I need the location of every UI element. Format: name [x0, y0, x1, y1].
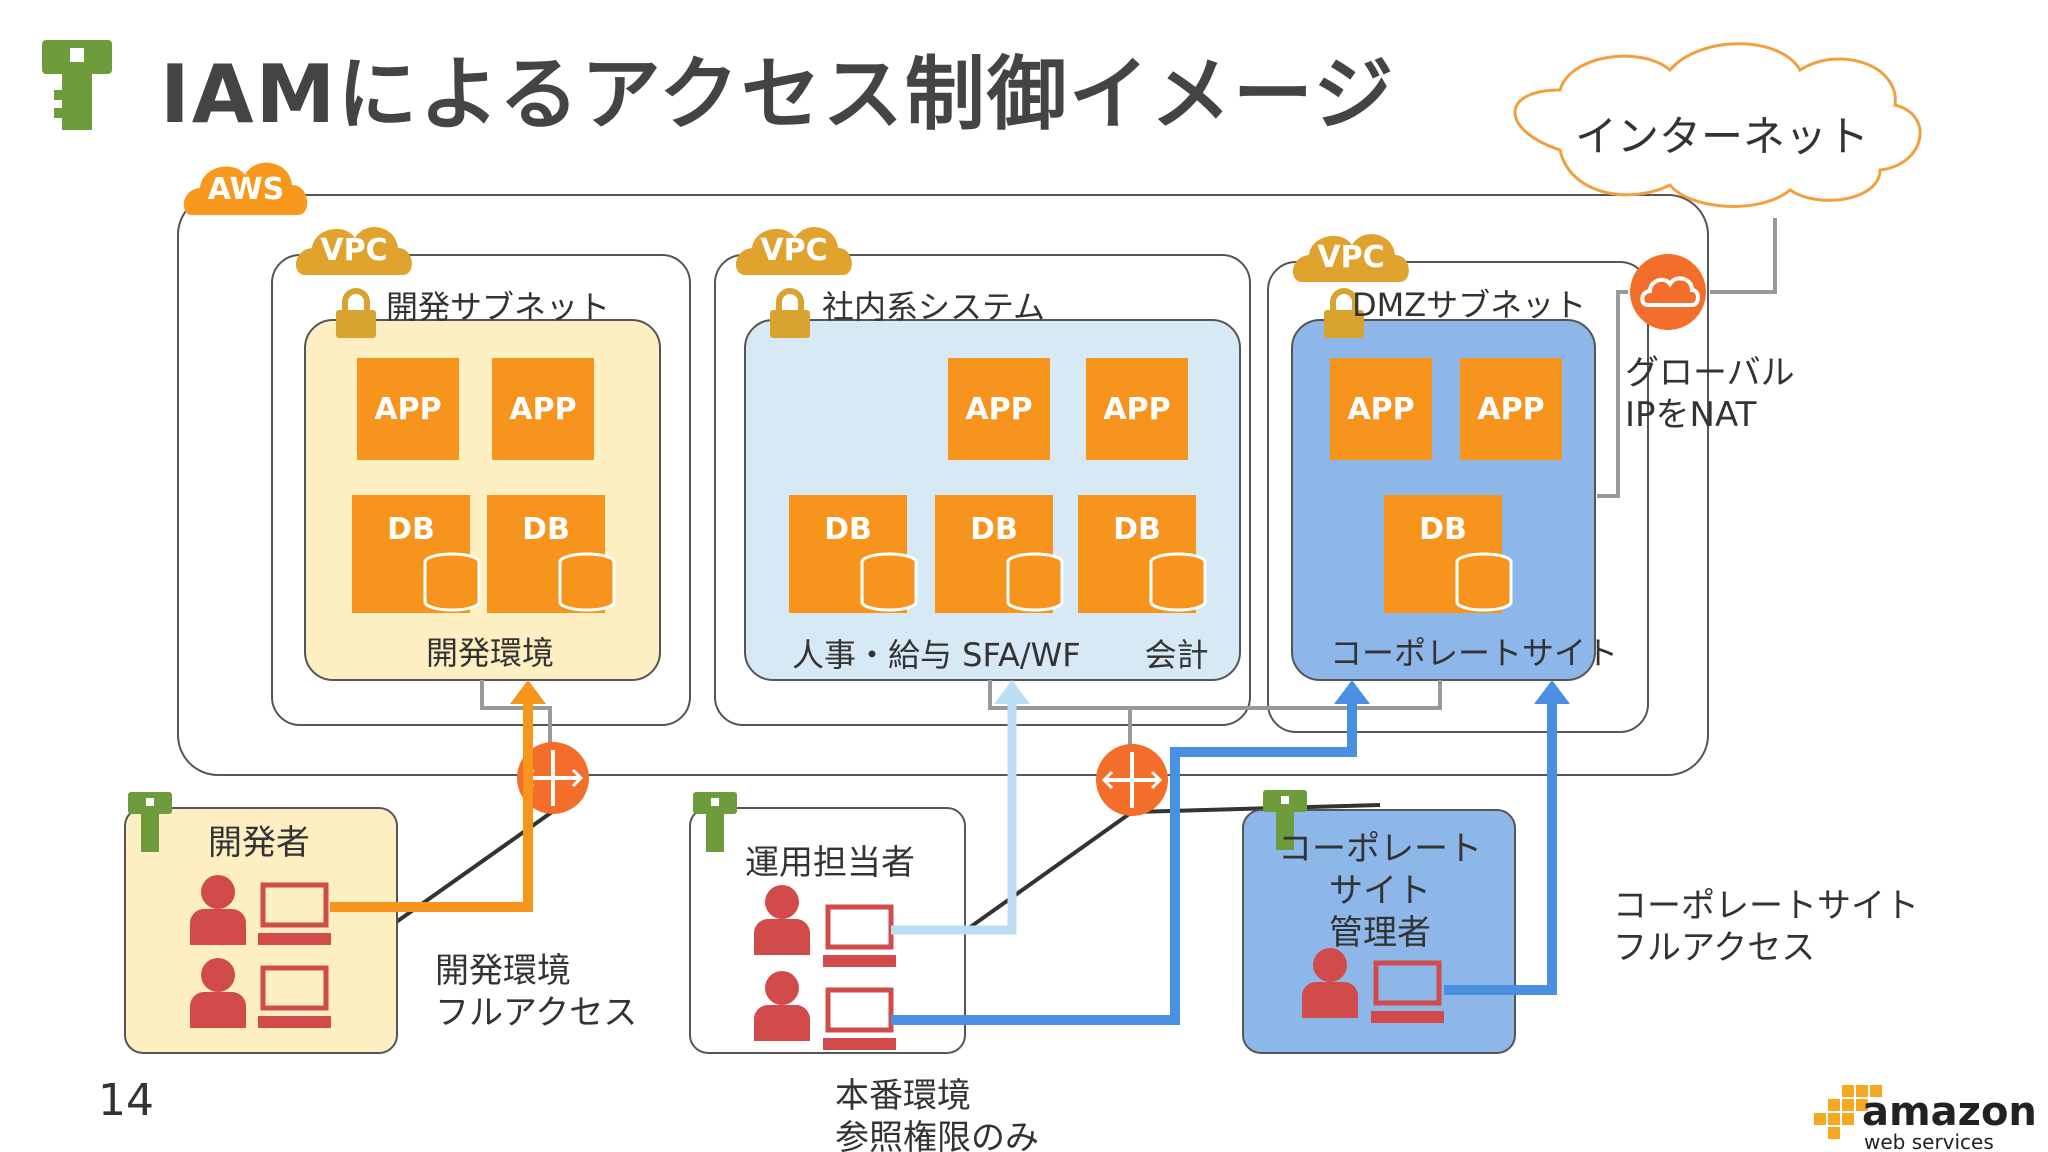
iam-key-icon — [42, 40, 112, 130]
vpc-badge-label: VPC — [320, 233, 388, 268]
developer-group — [124, 807, 398, 1054]
aws-badge — [183, 162, 308, 215]
corp-admin-label: コーポレート サイト 管理者 — [1278, 829, 1482, 953]
db-label: DB — [1113, 512, 1161, 547]
user-with-pc-icon — [1302, 948, 1444, 1023]
app-box — [357, 358, 459, 460]
lock-icon — [1324, 288, 1364, 338]
prod-readonly-arrow — [891, 680, 1030, 935]
lock-icon — [770, 288, 810, 338]
app-label: APP — [1103, 392, 1171, 427]
prod-access-note: 本番環境 参照権限のみ — [835, 1076, 1039, 1152]
vpc-badge-dmz — [1292, 234, 1409, 282]
dev-access-note: 開発環境 フルアクセス — [435, 951, 638, 1033]
page-title: IAMによるアクセス制御イメージ — [160, 48, 1396, 141]
app-label: APP — [965, 392, 1033, 427]
developer-label: 開発者 — [208, 823, 310, 863]
app-label: APP — [509, 392, 577, 427]
app-box — [492, 358, 594, 460]
app-box — [1460, 358, 1562, 460]
subnet-title: 社内系システム — [822, 288, 1046, 326]
aws-logo: amazon web services — [1862, 1089, 2037, 1152]
dev-full-access-arrow — [330, 680, 546, 912]
db-box — [789, 495, 918, 613]
vpc-badge-label: VPC — [1317, 240, 1385, 275]
iam-key-icon — [693, 792, 737, 852]
router-icon — [517, 742, 589, 814]
vpc-badge-label: VPC — [760, 233, 828, 268]
corp-access-note: コーポレートサイト フルアクセス — [1613, 886, 1919, 968]
internet-gateway-icon — [1630, 254, 1706, 330]
vpc-badge-internal — [735, 227, 852, 275]
nat-label: グローバル IPをNAT — [1625, 353, 1795, 435]
aws-logo-icon — [1814, 1085, 1882, 1139]
db-box — [935, 495, 1064, 613]
app-box — [1330, 358, 1432, 460]
db-label: DB — [387, 512, 435, 547]
db-label: DB — [824, 512, 872, 547]
user-with-pc-icon — [754, 885, 896, 967]
corp-full-access-arrow — [1444, 680, 1570, 995]
aws-cloud-boundary — [177, 194, 1709, 776]
operator-label: 運用担当者 — [745, 843, 915, 883]
vpc-internal-boundary — [714, 254, 1251, 726]
vpc-badge-dev — [295, 227, 412, 275]
iam-key-icon — [128, 792, 172, 852]
subnet-title: DMZサブネット — [1352, 286, 1587, 324]
vpc-dev-boundary — [271, 254, 691, 726]
db-label: DB — [970, 512, 1018, 547]
operator-dmz-arrow — [891, 680, 1370, 1025]
db-label: DB — [522, 512, 570, 547]
user-with-pc-icon — [754, 971, 896, 1050]
subnet-title: 開発サブネット — [386, 288, 611, 326]
internet-cloud — [1513, 42, 1922, 208]
subnet-caption: 開発環境 — [426, 634, 555, 672]
app-label: APP — [1347, 392, 1415, 427]
aws-logo-webservices: web services — [1864, 1130, 1994, 1152]
router-icon — [1096, 744, 1168, 816]
iam-key-icon — [1263, 790, 1307, 850]
lock-icon — [336, 288, 376, 338]
db-box — [352, 495, 481, 613]
app-box — [1086, 358, 1188, 460]
db-box — [487, 495, 616, 613]
app-label: APP — [374, 392, 442, 427]
subnet-caption: 人事・給与 SFA/WF 会計 — [792, 636, 1209, 674]
subnet-caption: コーポレートサイト — [1330, 634, 1619, 672]
user-with-pc-icon — [190, 875, 331, 945]
internet-label: インターネット — [1575, 112, 1870, 161]
db-box — [1384, 495, 1513, 613]
aws-logo-amazon: amazon — [1862, 1089, 2037, 1135]
app-label: APP — [1477, 392, 1545, 427]
db-label: DB — [1419, 512, 1467, 547]
app-box — [948, 358, 1050, 460]
user-with-pc-icon — [190, 958, 331, 1028]
db-box — [1078, 495, 1207, 613]
page-number: 14 — [98, 1075, 154, 1126]
aws-badge-label: AWS — [207, 172, 285, 207]
vpc-dmz-boundary — [1267, 261, 1649, 733]
